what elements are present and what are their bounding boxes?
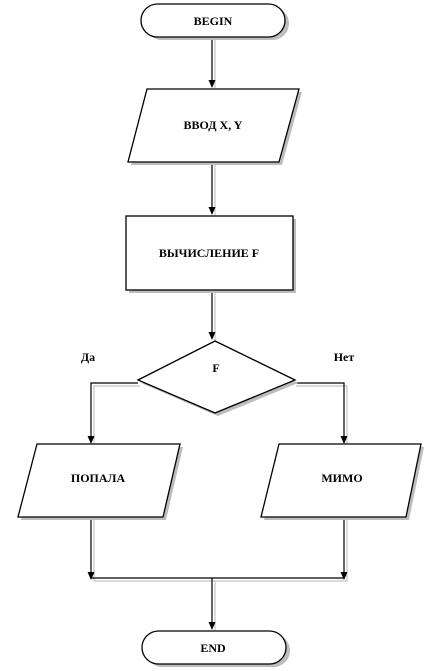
- edge-merge-end: [87, 516, 348, 633]
- begin-terminator: BEGIN: [140, 3, 289, 40]
- decision-label: F: [212, 361, 219, 375]
- edge-decision-hit: [87, 382, 140, 447]
- miss-label: МИМО: [321, 471, 362, 485]
- hit-label: ПОПАЛА: [71, 471, 126, 485]
- end-label: END: [200, 641, 226, 655]
- compute-process: ВЫЧИСЛЕНИЕ F: [125, 215, 296, 293]
- hit-parallelogram: ПОПАЛА: [17, 443, 183, 520]
- decision-diamond: F: [136, 340, 298, 416]
- edge-decision-miss: [294, 382, 348, 447]
- end-terminator: END: [141, 630, 290, 667]
- branch-no-label: Нет: [334, 350, 355, 364]
- branch-yes-label: Да: [81, 350, 95, 364]
- miss-parallelogram: МИМО: [260, 443, 424, 520]
- input-parallelogram: ВВОД X, Y: [127, 88, 302, 165]
- compute-label: ВЫЧИСЛЕНИЕ F: [159, 246, 259, 260]
- begin-label: BEGIN: [194, 14, 233, 28]
- edge-begin-input: [208, 37, 216, 88]
- edge-input-compute: [208, 163, 216, 216]
- edge-compute-decision: [208, 291, 216, 342]
- connectors: [87, 37, 348, 633]
- input-label: ВВОД X, Y: [184, 118, 243, 132]
